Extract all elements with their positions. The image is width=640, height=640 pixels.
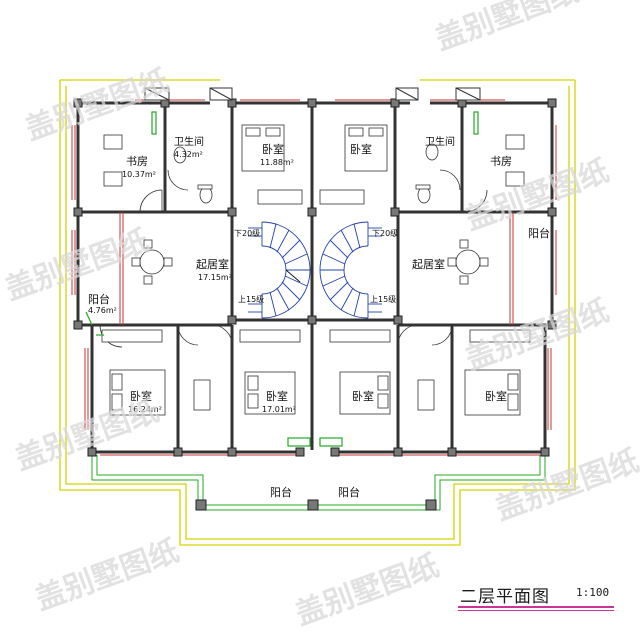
title-underline (458, 606, 614, 608)
bed-bl-area: 16.24m² (128, 405, 162, 414)
plan-scale: 1:100 (576, 586, 610, 599)
balcony-left-area: 4.76m² (88, 306, 117, 315)
stair-down-left: 下20级 (234, 228, 260, 238)
study-desks (103, 134, 525, 187)
watermark: 盖别墅图纸 (491, 443, 640, 527)
bath-right-label: 卫生间 (425, 135, 455, 148)
watermark: 盖别墅图纸 (431, 0, 584, 58)
balcony-railing (91, 455, 546, 511)
living-left-label: 起居室 (196, 257, 229, 271)
bath-fixtures (173, 143, 439, 204)
bed-bl-label: 卧室 (130, 389, 152, 403)
balcony-bottom-right-label: 阳台 (338, 485, 360, 499)
bed-bcr-label: 卧室 (352, 389, 374, 403)
watermark: 盖别墅图纸 (31, 533, 184, 617)
living-right-label: 起居室 (412, 257, 445, 271)
watermark: 盖别墅图纸 (461, 153, 614, 237)
bath-left-area: 4.32m² (174, 150, 203, 159)
bath-left-label: 卫生间 (174, 135, 204, 148)
study-left-label: 书房 (126, 155, 148, 168)
terrace-outline (59, 79, 576, 546)
stair-down-right: 下20级 (372, 228, 398, 238)
title-block: 二层平面图 1:100 (458, 582, 614, 611)
wardrobes (101, 189, 531, 411)
bed-top-left-area: 11.88m² (260, 158, 294, 167)
bed-top-left-label: 卧室 (262, 142, 284, 156)
study-right-label: 书房 (490, 155, 512, 168)
bed-bc-area: 17.01m² (262, 405, 296, 414)
columns (73, 98, 557, 511)
study-left-area: 10.37m² (122, 170, 156, 179)
watermark: 盖别墅图纸 (291, 548, 444, 632)
watermark: 盖别墅图纸 (21, 63, 174, 147)
living-left-area: 17.15m² (198, 273, 232, 282)
bed-bc-label: 卧室 (266, 389, 288, 403)
stair-up-right: 上15级 (370, 294, 396, 304)
watermark: 盖别墅图纸 (11, 393, 164, 477)
title-underline-thin (458, 610, 614, 611)
bed-top-right-label: 卧室 (350, 142, 372, 156)
stairs-right (319, 221, 382, 319)
roof-drains (144, 87, 481, 101)
bed-br-label: 卧室 (485, 389, 507, 403)
balcony-bottom-left-label: 阳台 (270, 485, 292, 499)
balcony-right-label: 阳台 (528, 226, 550, 240)
watermark: 盖别墅图纸 (461, 293, 614, 377)
beds (109, 124, 521, 416)
green-fixtures (85, 111, 479, 447)
balcony-left-label: 阳台 (88, 292, 110, 306)
dining-sets (131, 239, 489, 285)
stair-up-left: 上15级 (238, 294, 264, 304)
stairs-left (248, 221, 311, 319)
plan-title: 二层平面图 (460, 587, 550, 607)
sliding-doors (119, 212, 514, 325)
